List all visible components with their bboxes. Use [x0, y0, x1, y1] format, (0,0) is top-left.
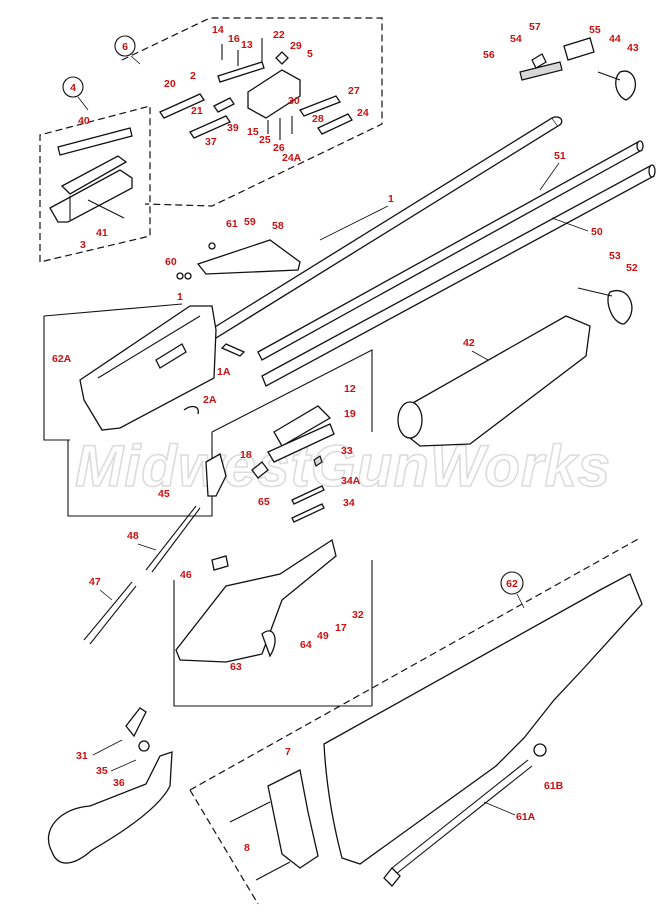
- label-65[interactable]: 65: [258, 496, 270, 508]
- label-16[interactable]: 16: [228, 33, 240, 45]
- label-5[interactable]: 5: [307, 48, 313, 60]
- label-39[interactable]: 39: [227, 122, 239, 134]
- label-63[interactable]: 63: [230, 661, 242, 673]
- finger-lever: [47, 707, 173, 864]
- label-49[interactable]: 49: [317, 630, 329, 642]
- label-1-receiver[interactable]: 1: [177, 291, 183, 303]
- callout-6[interactable]: 6: [114, 35, 141, 65]
- label-28[interactable]: 28: [312, 113, 324, 125]
- label-1-top[interactable]: 1: [388, 193, 394, 205]
- label-22[interactable]: 22: [273, 29, 285, 41]
- label-56[interactable]: 56: [483, 49, 495, 61]
- label-53[interactable]: 53: [609, 250, 621, 262]
- label-30[interactable]: 30: [288, 95, 300, 107]
- svg-text:62: 62: [506, 578, 518, 590]
- label-33[interactable]: 33: [341, 445, 353, 457]
- label-26[interactable]: 26: [273, 142, 285, 154]
- stock-bolt: [383, 743, 547, 887]
- label-1A[interactable]: 1A: [217, 366, 231, 378]
- label-3[interactable]: 3: [80, 239, 86, 251]
- label-48[interactable]: 48: [127, 530, 139, 542]
- label-52[interactable]: 52: [626, 262, 638, 274]
- label-34[interactable]: 34: [343, 497, 355, 509]
- label-24[interactable]: 24: [357, 107, 369, 119]
- rear-sight-parts: [176, 239, 301, 280]
- receiver: [79, 305, 246, 431]
- label-32[interactable]: 32: [352, 609, 364, 621]
- group-4-box: [39, 105, 151, 263]
- label-60[interactable]: 60: [165, 256, 177, 268]
- label-58[interactable]: 58: [272, 220, 284, 232]
- part-group-6: [159, 38, 353, 140]
- label-61B[interactable]: 61B: [544, 780, 564, 792]
- label-54[interactable]: 54: [510, 33, 522, 45]
- callout-62[interactable]: 62: [500, 571, 525, 609]
- label-34A[interactable]: 34A: [341, 475, 361, 487]
- label-44[interactable]: 44: [609, 33, 621, 45]
- svg-text:4: 4: [70, 82, 76, 94]
- label-36[interactable]: 36: [113, 777, 125, 789]
- leader-lines: [92, 162, 589, 816]
- label-24A[interactable]: 24A: [282, 152, 302, 164]
- label-20[interactable]: 20: [164, 78, 176, 90]
- label-18[interactable]: 18: [240, 449, 252, 461]
- label-61[interactable]: 61: [226, 218, 238, 230]
- label-25[interactable]: 25: [259, 134, 271, 146]
- label-21[interactable]: 21: [191, 105, 203, 117]
- label-57[interactable]: 57: [529, 21, 541, 33]
- label-37[interactable]: 37: [205, 136, 217, 148]
- receiver-dashed-box: [43, 303, 183, 441]
- label-55[interactable]: 55: [589, 24, 601, 36]
- label-41[interactable]: 41: [96, 227, 108, 239]
- hammer-assembly: [83, 453, 229, 645]
- label-45[interactable]: 45: [158, 488, 170, 500]
- label-29[interactable]: 29: [290, 40, 302, 52]
- buttstock: [189, 537, 643, 905]
- label-47[interactable]: 47: [89, 576, 101, 588]
- lever-parts: [251, 405, 335, 523]
- part-group-4: [49, 127, 133, 223]
- label-2A[interactable]: 2A: [203, 394, 217, 406]
- label-59[interactable]: 59: [244, 216, 256, 228]
- lower-tang: [175, 538, 337, 663]
- label-27[interactable]: 27: [348, 85, 360, 97]
- label-43[interactable]: 43: [627, 42, 639, 54]
- label-17[interactable]: 17: [335, 622, 347, 634]
- label-46[interactable]: 46: [180, 569, 192, 581]
- label-31[interactable]: 31: [76, 750, 88, 762]
- label-64[interactable]: 64: [300, 639, 312, 651]
- callout-4[interactable]: 4: [62, 76, 89, 111]
- group-6-box: [121, 17, 383, 207]
- label-62A[interactable]: 62A: [52, 353, 72, 365]
- label-12[interactable]: 12: [344, 383, 356, 395]
- label-50[interactable]: 50: [591, 226, 603, 238]
- svg-text:6: 6: [122, 41, 128, 53]
- front-sight-parts: [519, 37, 637, 101]
- label-51[interactable]: 51: [554, 150, 566, 162]
- label-35[interactable]: 35: [96, 765, 108, 777]
- label-42[interactable]: 42: [463, 337, 475, 349]
- label-2[interactable]: 2: [190, 70, 196, 82]
- barrel-assembly: [209, 116, 656, 387]
- label-61A[interactable]: 61A: [516, 811, 536, 823]
- label-40[interactable]: 40: [78, 115, 90, 127]
- label-19[interactable]: 19: [344, 408, 356, 420]
- label-8[interactable]: 8: [244, 842, 250, 854]
- label-7[interactable]: 7: [285, 746, 291, 758]
- label-15[interactable]: 15: [247, 126, 259, 138]
- forend-and-band: [397, 287, 633, 447]
- part-labels: 14 16 13 22 29 5 2 20 21 39 37 15 25 26 …: [52, 21, 639, 854]
- label-13[interactable]: 13: [241, 39, 253, 51]
- label-14[interactable]: 14: [212, 24, 224, 36]
- buttplate-screws: [229, 801, 291, 881]
- watermark-text: MidwestGunWorks: [75, 434, 611, 499]
